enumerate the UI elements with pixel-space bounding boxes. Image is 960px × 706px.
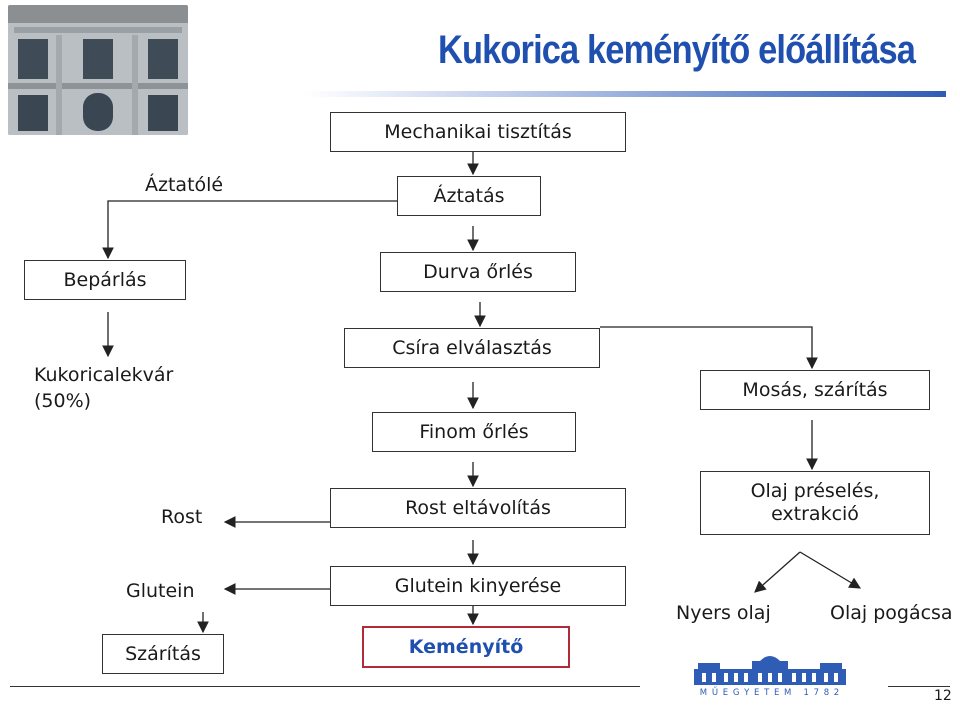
university-building-logo-icon bbox=[694, 656, 846, 685]
building-facade-icon bbox=[8, 5, 188, 135]
page-number: 12 bbox=[934, 688, 952, 704]
step-durva-orles: Durva őrlés bbox=[380, 252, 576, 292]
university-logo: M Ű E G Y E T E M 1 7 8 2 bbox=[690, 655, 850, 701]
label-olaj-pogacsa: Olaj pogácsa bbox=[830, 602, 953, 624]
arrow-olaj-nyers bbox=[754, 551, 801, 593]
arrow-aztatas-beparlas bbox=[102, 200, 473, 260]
label-kukoricalekvar-percent: (50%) bbox=[34, 390, 92, 412]
footer-rule-right bbox=[888, 686, 950, 687]
step-rost-eltavolitas: Rost eltávolítás bbox=[330, 488, 626, 528]
logo-text: M Ű E G Y E T E M 1 7 8 2 bbox=[699, 688, 841, 698]
olaj-preseles-line-2: extrakció bbox=[771, 503, 859, 525]
title-rule bbox=[305, 91, 946, 97]
label-aztatole: Áztatólé bbox=[145, 174, 224, 196]
step-csira-elvalasztas: Csíra elválasztás bbox=[344, 328, 600, 368]
step-kemenyito: Keményítő bbox=[362, 626, 570, 668]
label-nyers-olaj: Nyers olaj bbox=[676, 602, 771, 624]
step-olaj-preseles: Olaj préselés, extrakció bbox=[700, 471, 930, 535]
label-rost: Rost bbox=[161, 506, 203, 528]
step-szaritas: Szárítás bbox=[102, 634, 224, 674]
step-finom-orles: Finom őrlés bbox=[372, 412, 576, 452]
footer-rule-left bbox=[10, 686, 640, 687]
olaj-preseles-line-1: Olaj préselés, bbox=[750, 480, 880, 503]
label-glutein: Glutein bbox=[126, 580, 195, 602]
step-beparlas: Bepárlás bbox=[24, 260, 186, 300]
step-glutein-kinyerese: Glutein kinyerése bbox=[330, 566, 626, 606]
arrow-csira-mosas bbox=[600, 326, 818, 370]
step-mosas-szaritas: Mosás, szárítás bbox=[700, 370, 930, 410]
building-facade-photo bbox=[8, 5, 188, 135]
step-mechanikai-tisztitas: Mechanikai tisztítás bbox=[330, 112, 626, 152]
label-kukoricalekvar: Kukoricalekvár bbox=[34, 364, 174, 386]
arrow-olaj-pogacsa bbox=[799, 551, 862, 589]
page-title: Kukorica keményítő előállítása bbox=[438, 28, 916, 72]
step-aztatas: Áztatás bbox=[397, 176, 541, 216]
